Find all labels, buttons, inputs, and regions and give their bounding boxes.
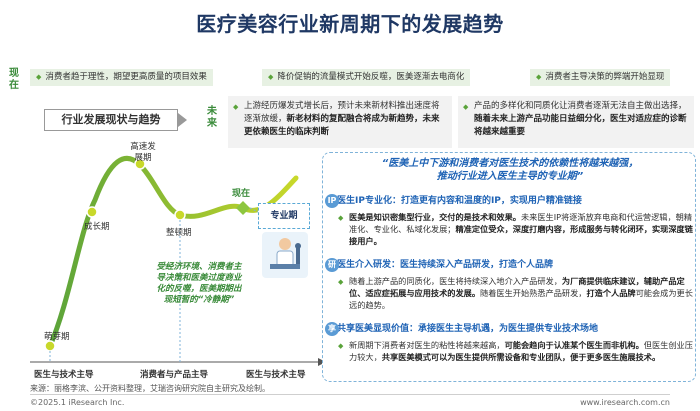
section-shared-title: 享 共享医美显现价值：承接医生主导机遇，为医生提供专业技术场地 [325,322,598,336]
stage-professional: 专业期 [258,203,310,229]
point-now [236,201,250,215]
trend-panel: “医美上中下游和消费者对医生技术的依赖性将越来越强， 推动行业进入医生主导的专业… [322,152,696,382]
section-ip-body: ◆ 医美是知识密集型行业，交付的是技术和效果。未来医生IP将逐渐放弃电商和代运营… [338,212,693,246]
stage-rapid: 高速发展期 [130,142,156,163]
trend-curve [47,155,299,349]
calm-period-note: 受经济环境、消费者主 导决策和医美过度商业 化的反噬，医美期期出 现短暂的“冷静… [156,262,242,305]
panel-quote: “医美上中下游和消费者对医生技术的依赖性将越来越强， 推动行业进入医生主导的专业… [381,158,639,182]
diamond-icon: ◆ [338,342,344,350]
section-shared-body: ◆ 新周期下消费者对医生的粘性将越来越高，可能会趋向于认准某个医生而非机构。但医… [338,340,693,362]
ip-icon: IP [325,194,339,208]
stage-adjust: 整顿期 [166,228,192,238]
diamond-icon: ◆ [338,278,344,286]
future-side-label: 未来 [207,106,217,129]
current-tag-3: ◆消费者主导决策的弊端开始显现 [530,69,671,86]
current-tag-1: ◆消费者趋于理性，期望更高质量的项目效果 [30,69,213,86]
source-note: 来源：丽格李滨、公开资料整理，艾瑞咨询研究院自主研究及绘制。 [30,384,270,393]
chart-title: 行业发展现状与趋势 [44,109,187,131]
future-box-diagnosis: ◆ 产品的多样化和同质化让消费者逐渐无法自主做出选择，随着未来上游产品功能日益细… [458,96,694,148]
point-adjust [174,209,186,221]
point-rapid [134,158,146,170]
diamond-icon: ◆ [338,214,344,222]
stage-germination: 萌芽期 [44,332,70,342]
doctor-microscope-icon [262,232,308,278]
diamond-icon: ◆ [268,73,274,81]
diamond-icon: ◆ [36,73,42,81]
website-link[interactable]: www.iresearch.com.cn [580,398,670,407]
copyright: ©2025.1 iResearch Inc. [30,398,125,407]
arrow-right-icon [178,113,187,127]
section-rd-title: 研 医生介入研发：医生持续深入产品研发，打造个人品牌 [325,258,553,272]
axis-label-consumer: 消费者与产品主导 [140,370,209,380]
section-rd-body: ◆ 随着上游产品的同质化，医生将持续深入地介入产品研发，为厂商提供临床建议，辅助… [338,276,693,310]
current-tag-2: ◆降价促销的流量模式开始反噬，医美逐渐去电商化 [262,69,471,86]
diamond-icon: ◆ [463,103,469,111]
stage-growth: 成长期 [84,222,110,232]
shared-icon: 享 [325,322,339,336]
future-box-upstream: ◆ 上游经历爆发式增长后，预计未来新材料推出速度将逐渐放缓，新老材料的复配融合将… [228,96,452,148]
page-title: 医疗美容行业新周期下的发展趋势 [196,12,504,36]
axis-label-doctor-2: 医生与技术主导 [246,370,306,380]
footer-divider [30,394,670,395]
diamond-icon: ◆ [233,103,239,111]
research-icon: 研 [325,258,339,272]
point-growth [86,206,98,218]
axis-label-doctor-1: 医生与技术主导 [34,370,94,380]
section-ip-title: IP 医生IP专业化：打造更有内容和温度的IP，实现用户精准链接 [325,194,582,208]
diamond-icon: ◆ [536,73,542,81]
now-point-label: 现在 [232,189,251,199]
now-side-label: 现在 [9,68,19,91]
